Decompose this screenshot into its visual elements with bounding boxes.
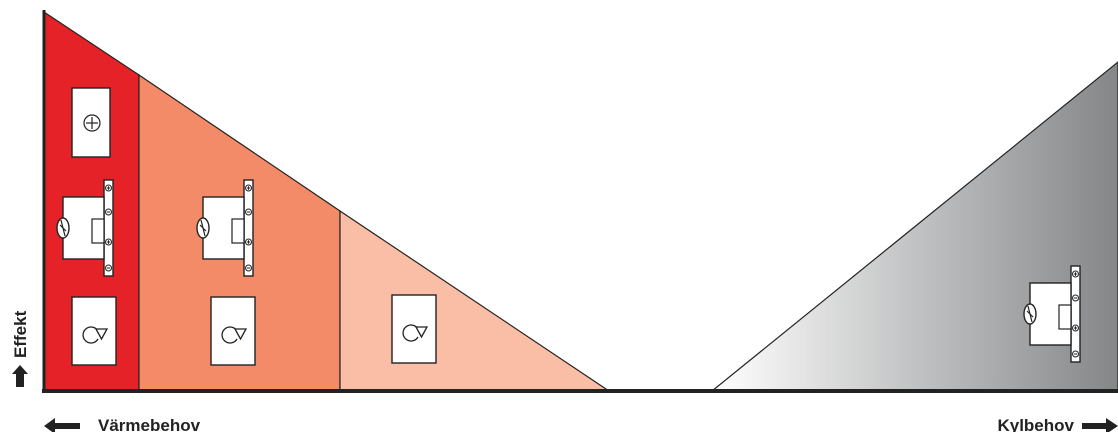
- electric-heater-icon: [71, 87, 111, 158]
- arrow-left-icon: [44, 418, 80, 432]
- y-axis-label-group: Effekt: [11, 310, 30, 387]
- y-axis-label: Effekt: [11, 310, 30, 358]
- cooling-demand-label: Kylbehov: [997, 416, 1074, 432]
- heating-demand-label: Värmebehov: [98, 416, 201, 432]
- boiler-icon: [210, 296, 256, 366]
- boiler-icon: [71, 296, 117, 366]
- boiler-icon: [391, 294, 437, 364]
- arrow-right-icon: [1082, 418, 1118, 432]
- heating-zone-3: [339, 209, 611, 392]
- arrow-up-icon: [12, 365, 28, 387]
